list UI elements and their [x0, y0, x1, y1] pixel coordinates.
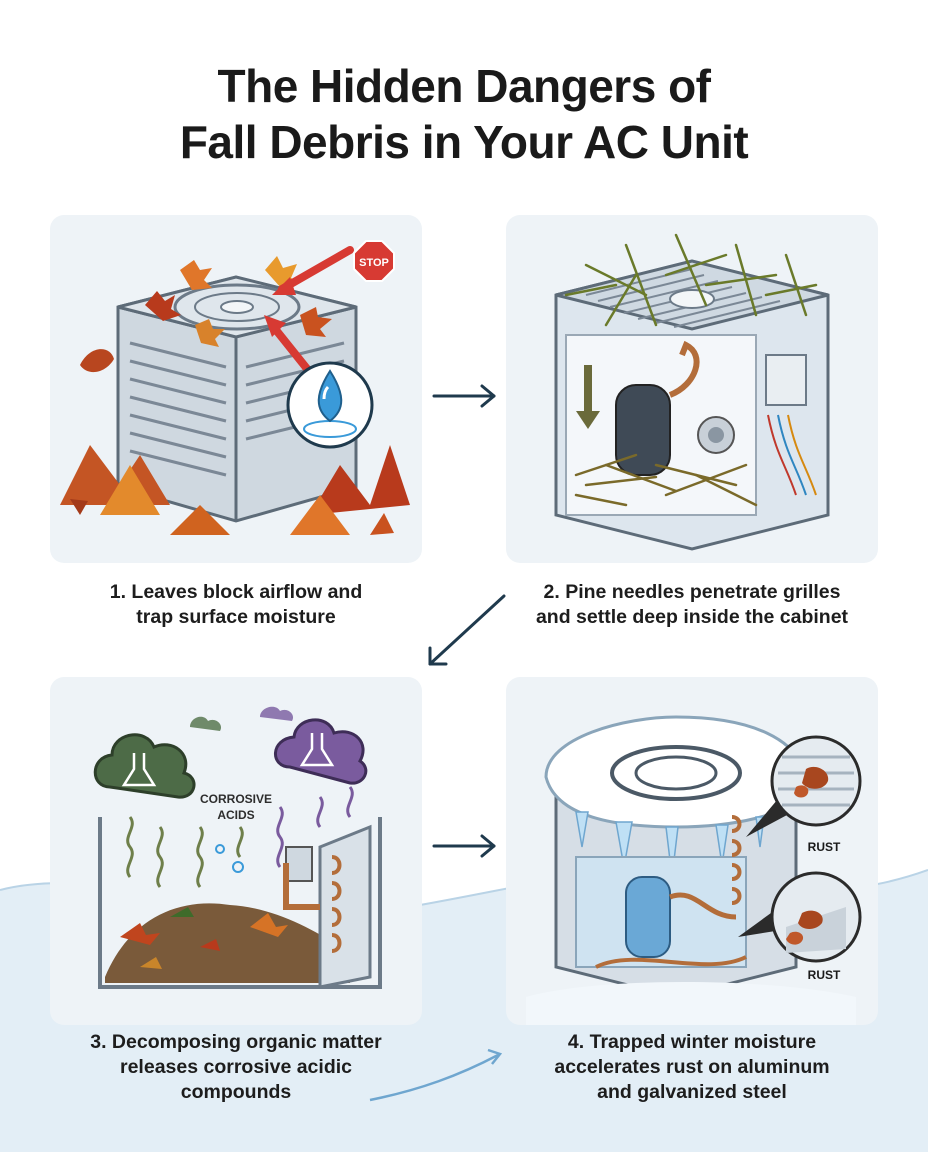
panel-winter-rust: RUST RUST [506, 677, 878, 1025]
title-line-1: The Hidden Dangers of [217, 60, 711, 112]
caption-3-line-1: 3. Decomposing organic matter [90, 1031, 382, 1053]
leaf-icon [60, 256, 410, 535]
rust-magnifier-icon: RUST RUST [738, 735, 862, 982]
down-arrow-icon [576, 411, 600, 429]
caption-1-line-2: trap surface moisture [136, 606, 336, 628]
compressor-icon [615, 340, 735, 476]
coil-icon [283, 824, 372, 989]
ac-unit-cutaway-icon [554, 233, 830, 551]
caption-4-line-3: and galvanized steel [597, 1081, 787, 1103]
title-line-2: Fall Debris in Your AC Unit [179, 116, 749, 168]
caption-3-line-3: compounds [180, 1081, 292, 1103]
stop-sign-text: STOP [359, 257, 389, 269]
caption-step-4: 4. Trapped winter moisture accelerates r… [482, 1030, 902, 1105]
corrosive-label-2: ACIDS [217, 808, 254, 822]
panel-decomposing: CORROSIVE ACIDS [50, 677, 422, 1025]
ac-unit-icon: STOP [60, 240, 410, 535]
pine-needle-icon [564, 233, 818, 327]
page-title: The Hidden Dangers of Fall Debris in You… [0, 58, 928, 170]
caption-1-line-1: 1. Leaves block airflow and [109, 581, 363, 603]
corrosive-label-1: CORROSIVE [200, 792, 272, 806]
caption-2-line-1: 2. Pine needles penetrate grilles [543, 581, 841, 603]
panel-leaves: STOP [50, 215, 422, 563]
stop-sign-icon: STOP [353, 240, 395, 282]
caption-2-line-2: and settle deep inside the cabinet [535, 606, 849, 628]
caption-step-1: 1. Leaves block airflow and trap surface… [26, 580, 446, 630]
caption-3-line-2: releases corrosive acidic [120, 1056, 352, 1078]
caption-step-2: 2. Pine needles penetrate grilles and se… [482, 580, 902, 630]
snow-covered-ac-icon: RUST RUST [526, 715, 862, 1025]
rust-label-1: RUST [808, 840, 841, 854]
caption-4-line-1: 4. Trapped winter moisture [567, 1031, 817, 1053]
caption-step-3: 3. Decomposing organic matter releases c… [26, 1030, 446, 1105]
rust-label-2: RUST [808, 968, 841, 982]
panel-pine-needles [506, 215, 878, 563]
caption-4-line-2: accelerates rust on aluminum [554, 1056, 830, 1078]
flask-icon [121, 733, 335, 787]
water-drop-icon [286, 361, 374, 449]
